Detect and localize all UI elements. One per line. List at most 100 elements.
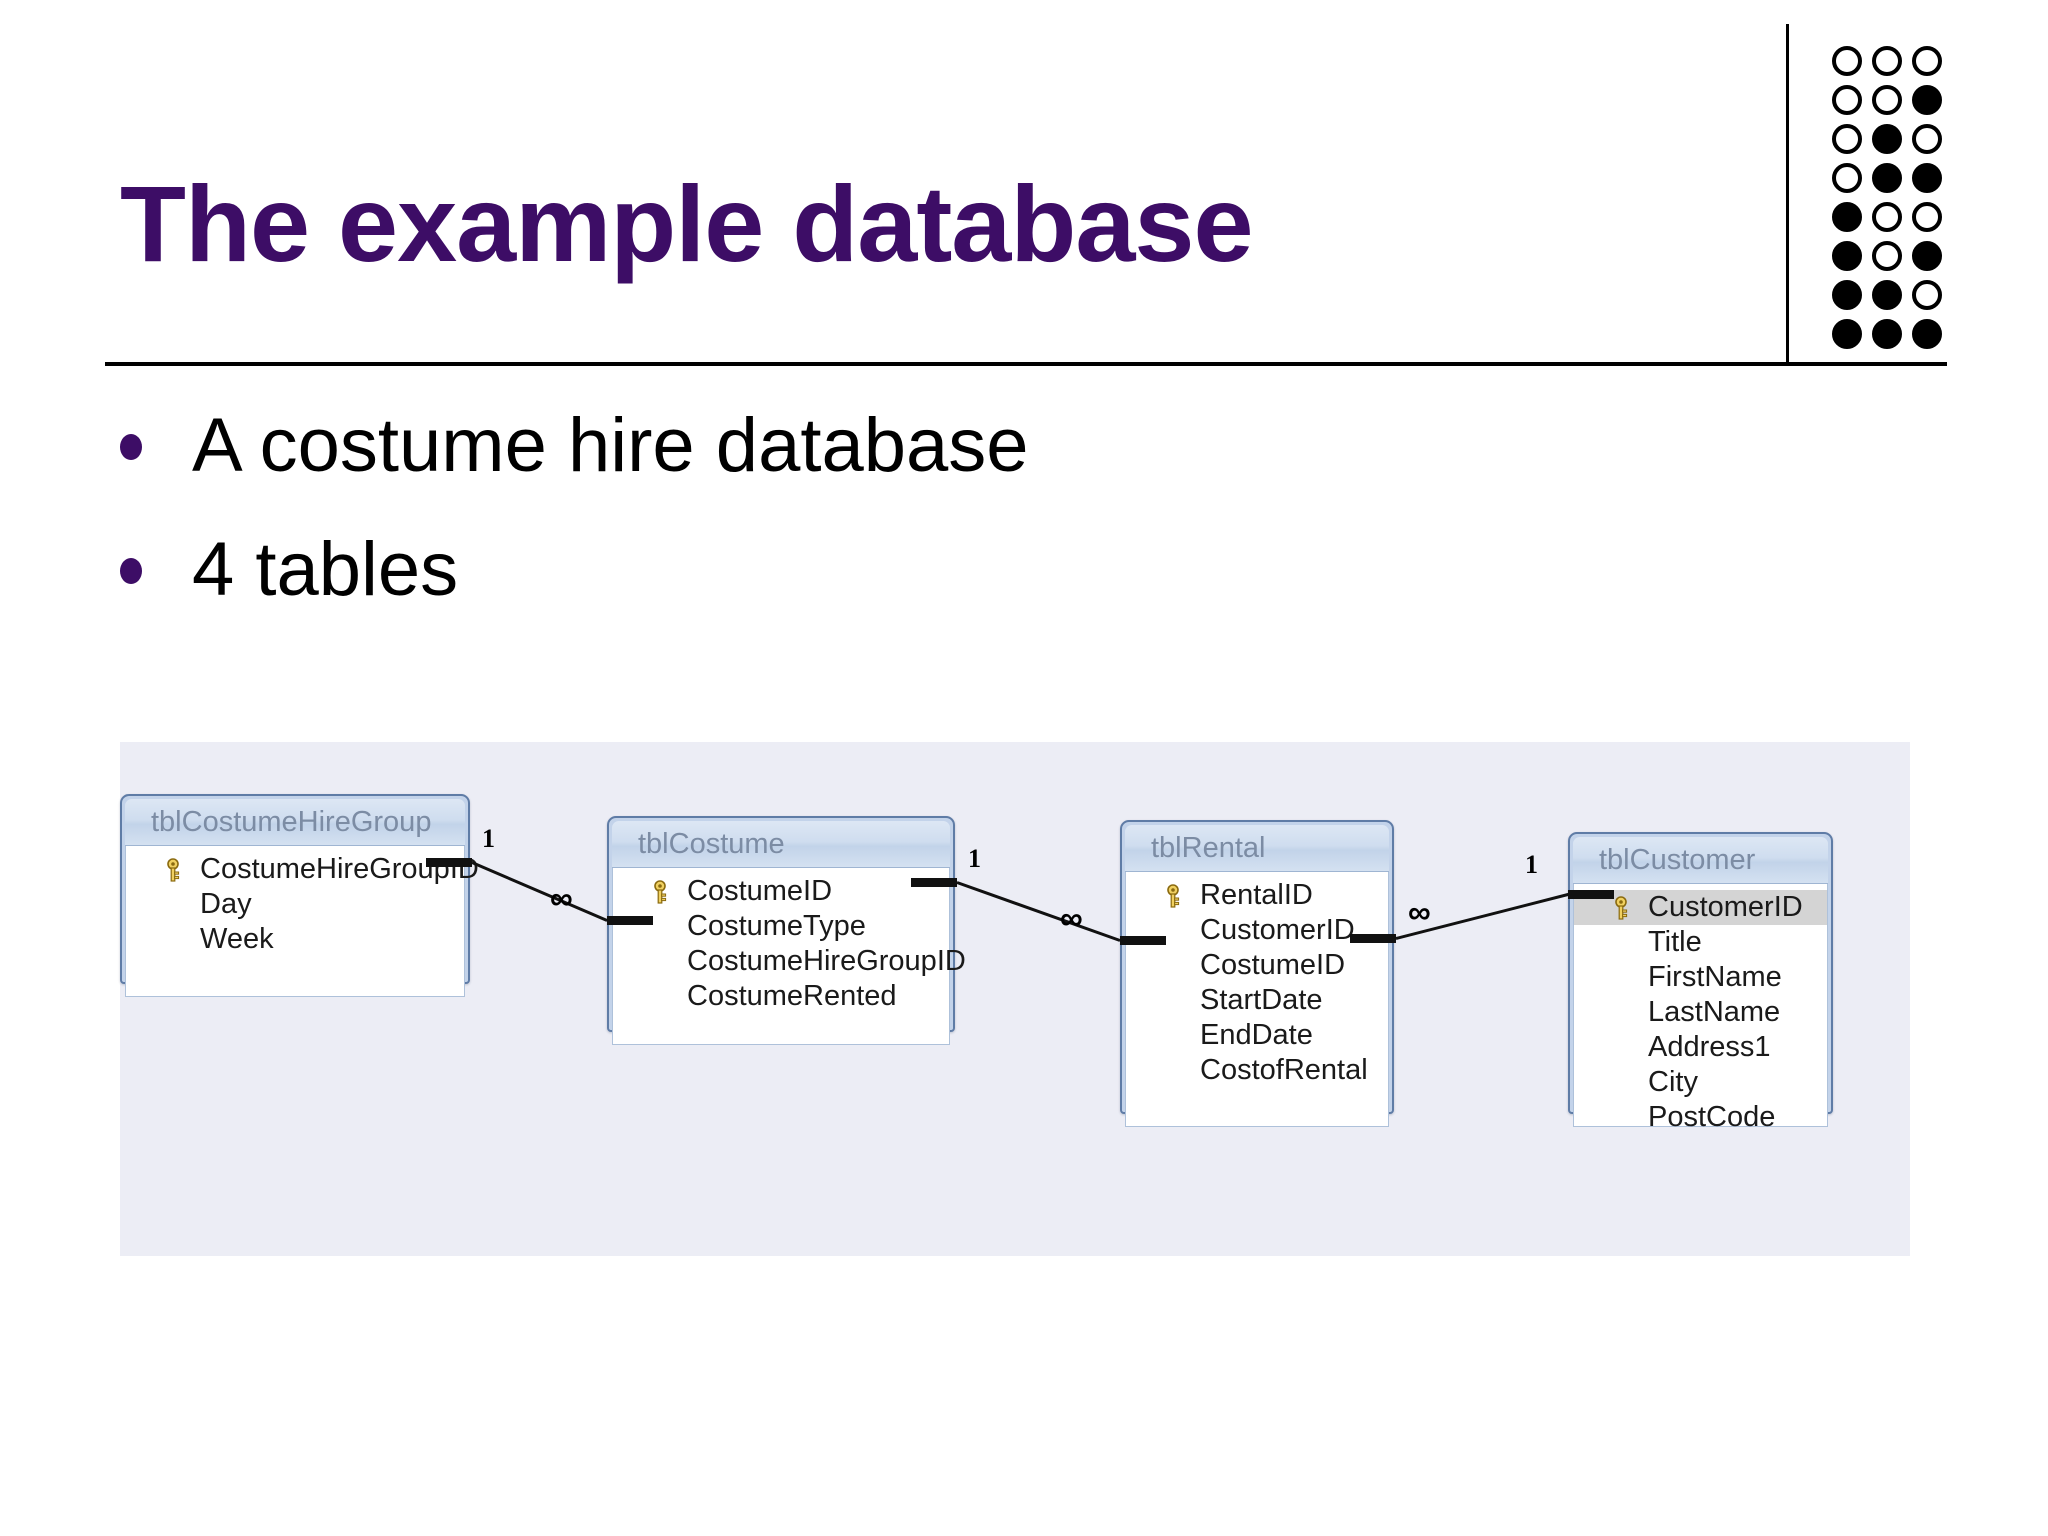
- db-field-label: CustomerID: [1648, 891, 1803, 923]
- db-field-row[interactable]: CostumeHireGroupID: [613, 944, 966, 979]
- db-field-row[interactable]: StartDate: [1126, 983, 1388, 1018]
- db-field-row[interactable]: CostumeHireGroupID: [126, 852, 479, 887]
- db-field-label: Week: [200, 923, 274, 955]
- db-field-row[interactable]: CostumeID: [613, 874, 949, 909]
- bullet-text: A costume hire database: [192, 403, 1029, 488]
- db-field-label: CostofRental: [1200, 1054, 1368, 1086]
- header-vertical-divider: [1786, 24, 1789, 366]
- db-field-label: FirstName: [1648, 961, 1782, 993]
- db-field-row[interactable]: CostumeType: [613, 909, 949, 944]
- bullet-item: 4 tables: [120, 530, 458, 610]
- db-field-row[interactable]: CostofRental: [1126, 1053, 1388, 1088]
- title-divider-rule: [105, 362, 1947, 366]
- db-table-title[interactable]: tblCostume: [612, 821, 950, 868]
- db-field-row[interactable]: Day: [126, 887, 464, 922]
- db-field-row[interactable]: CustomerID: [1574, 890, 1827, 925]
- dot-outline-icon: [1912, 202, 1942, 232]
- dot-filled-icon: [1912, 241, 1942, 271]
- db-field-label: CostumeHireGroupID: [687, 945, 966, 977]
- dot-filled-icon: [1912, 163, 1942, 193]
- db-field-row[interactable]: Address1: [1574, 1030, 1827, 1065]
- bullet-text: 4 tables: [192, 527, 459, 612]
- bullet-item: A costume hire database: [120, 406, 1029, 486]
- relationship-endpoint-stub: [1120, 936, 1166, 945]
- db-field-label: RentalID: [1200, 879, 1313, 911]
- relationship-line: [956, 881, 1121, 942]
- page-title: The example database: [120, 163, 1254, 284]
- db-field-label: Day: [200, 888, 252, 920]
- db-field-row[interactable]: CostumeID: [1126, 948, 1388, 983]
- primary-key-icon: [1167, 884, 1180, 908]
- db-field-row[interactable]: CostumeRented: [613, 979, 949, 1014]
- db-field-row[interactable]: CustomerID: [1126, 913, 1388, 948]
- dot-filled-icon: [1832, 319, 1862, 349]
- dot-filled-icon: [1872, 163, 1902, 193]
- db-field-row[interactable]: PostCode: [1574, 1100, 1827, 1135]
- dot-filled-icon: [1832, 241, 1862, 271]
- bullet-marker-icon: [120, 434, 142, 460]
- relationship-one-label: 1: [482, 824, 495, 853]
- relationship-endpoint-stub: [1568, 890, 1614, 899]
- dot-outline-icon: [1912, 124, 1942, 154]
- db-field-row[interactable]: RentalID: [1126, 878, 1388, 913]
- db-field-label: CostumeID: [687, 875, 833, 907]
- dot-filled-icon: [1832, 280, 1862, 310]
- relationship-endpoint-stub: [1350, 934, 1396, 943]
- db-field-row[interactable]: City: [1574, 1065, 1827, 1100]
- primary-key-icon: [1615, 896, 1628, 920]
- dot-outline-icon: [1912, 280, 1942, 310]
- dot-filled-icon: [1832, 202, 1862, 232]
- db-field-row[interactable]: FirstName: [1574, 960, 1827, 995]
- dot-outline-icon: [1912, 46, 1942, 76]
- dot-outline-icon: [1832, 163, 1862, 193]
- db-table-title[interactable]: tblRental: [1125, 825, 1389, 872]
- db-field-label: LastName: [1648, 996, 1781, 1028]
- relationship-many-label: ∞: [550, 880, 573, 916]
- relationship-endpoint-stub: [911, 878, 957, 887]
- db-table-title[interactable]: tblCostumeHireGroup: [125, 799, 465, 846]
- db-field-row[interactable]: Week: [126, 922, 464, 957]
- db-field-label: City: [1648, 1066, 1698, 1098]
- relationship-many-label: ∞: [1408, 894, 1431, 930]
- dot-outline-icon: [1872, 241, 1902, 271]
- db-field-row[interactable]: LastName: [1574, 995, 1827, 1030]
- dot-outline-icon: [1872, 85, 1902, 115]
- relationship-many-label: ∞: [1060, 900, 1083, 936]
- relationship-endpoint-stub: [426, 858, 472, 867]
- db-field-row[interactable]: EndDate: [1126, 1018, 1388, 1053]
- primary-key-icon: [167, 858, 180, 882]
- db-field-label: Address1: [1648, 1031, 1771, 1063]
- db-field-label: Title: [1648, 926, 1702, 958]
- dot-filled-icon: [1872, 280, 1902, 310]
- dot-filled-icon: [1912, 319, 1942, 349]
- db-field-label: StartDate: [1200, 984, 1323, 1016]
- dot-grid-decoration: [1832, 46, 1952, 358]
- db-field-label: PostCode: [1648, 1101, 1776, 1133]
- db-field-label: EndDate: [1200, 1019, 1313, 1051]
- relationship-one-label: 1: [968, 844, 981, 873]
- dot-outline-icon: [1872, 46, 1902, 76]
- relationship-line: [471, 861, 608, 922]
- db-field-label: CostumeType: [687, 910, 866, 942]
- dot-outline-icon: [1832, 46, 1862, 76]
- dot-filled-icon: [1872, 319, 1902, 349]
- db-table-title[interactable]: tblCustomer: [1573, 837, 1828, 884]
- db-field-label: CostumeRented: [687, 980, 897, 1012]
- relationship-one-label: 1: [1525, 850, 1538, 879]
- relationship-endpoint-stub: [607, 916, 653, 925]
- dot-filled-icon: [1872, 124, 1902, 154]
- db-field-label: CostumeID: [1200, 949, 1346, 981]
- dot-outline-icon: [1832, 85, 1862, 115]
- db-field-row[interactable]: Title: [1574, 925, 1827, 960]
- db-field-label: CustomerID: [1200, 914, 1355, 946]
